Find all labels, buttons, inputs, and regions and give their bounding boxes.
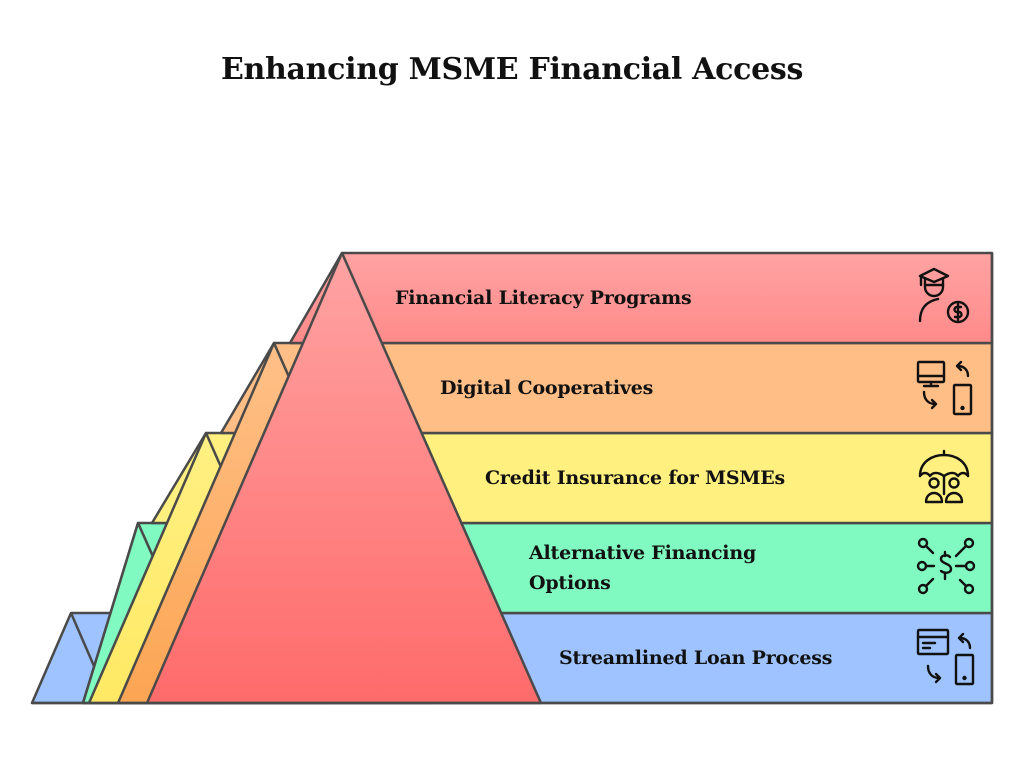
layer-label-streamlined-loan: Streamlined Loan Process bbox=[559, 647, 833, 669]
card-phone-sync-icon bbox=[916, 628, 975, 686]
computer-phone-sync-icon bbox=[916, 360, 973, 416]
layer-label-digital-cooperatives: Digital Cooperatives bbox=[440, 377, 654, 399]
dollar-network-icon bbox=[916, 537, 976, 595]
layer-label-financial-literacy: Financial Literacy Programs bbox=[395, 287, 692, 309]
diagram-title: Enhancing MSME Financial Access bbox=[220, 52, 804, 87]
layer-label-credit-insurance: Credit Insurance for MSMEs bbox=[485, 467, 785, 489]
umbrella-people-icon bbox=[918, 449, 970, 504]
layer-label-alternative-financing: Alternative Financing Options bbox=[529, 542, 757, 594]
graduate-dollar-icon bbox=[918, 267, 970, 324]
